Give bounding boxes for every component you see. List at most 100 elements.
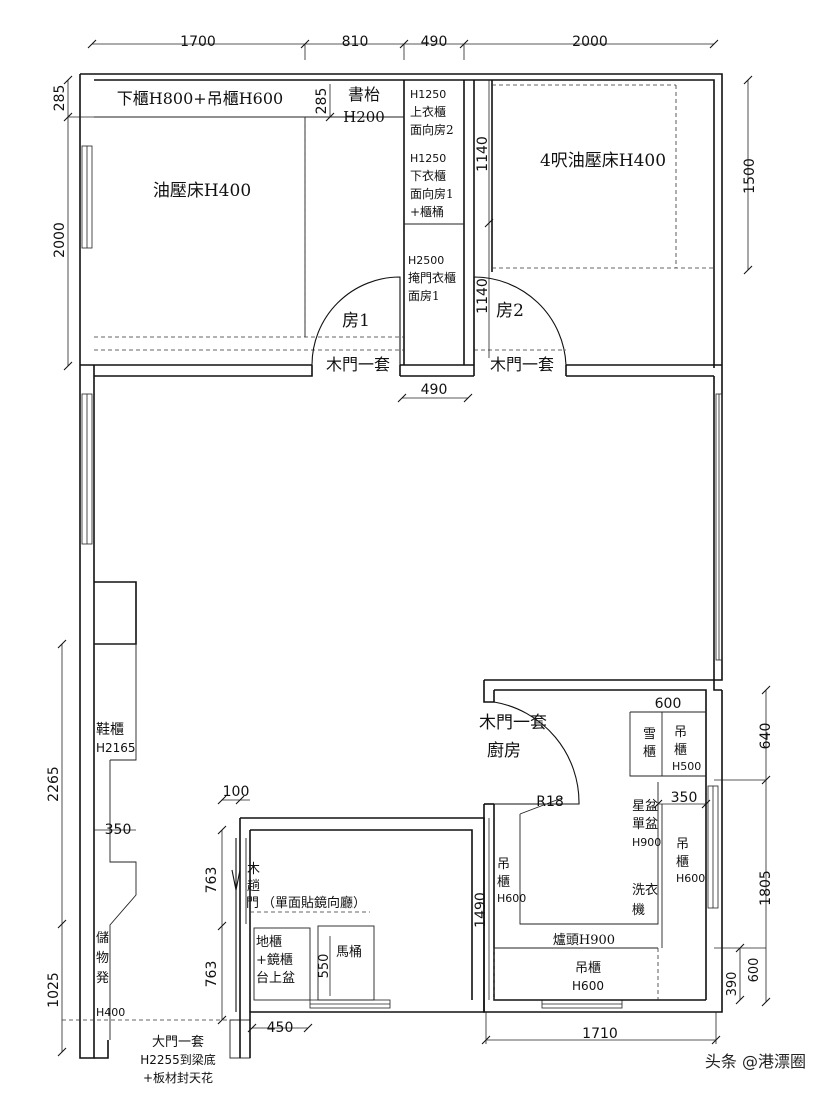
label-vanity-2: +鏡櫃	[256, 953, 293, 968]
left-dimensions-lower: 2265 1025	[46, 639, 240, 1057]
wardrobe-3-line-3: 面房1	[408, 288, 440, 303]
label-hang-cabinet-3b: 櫃	[497, 875, 510, 890]
wardrobe-1-line-3: 面向房2	[410, 122, 454, 137]
label-kitchen: 廚房	[487, 740, 521, 761]
label-hang-cabinet-3a: 吊	[497, 857, 510, 872]
label-slide-door-2: 趟	[247, 879, 260, 894]
bedroom-1: 下櫃H800+吊櫃H600 書枱 H200 油壓床H400 房1 木門一套	[94, 85, 404, 374]
dim-right-1805: 1805	[758, 870, 774, 906]
label-sink-2: 單盆	[632, 817, 658, 832]
label-hang-cabinet-1c: H500	[672, 760, 701, 773]
dim-kitchen-350: 350	[671, 790, 698, 806]
label-bench-height: H400	[96, 1006, 125, 1019]
label-shoe-cabinet-height: H2165	[96, 741, 136, 755]
label-hang-cabinet-2a: 吊	[676, 837, 689, 852]
label-slide-door-1: 木	[247, 862, 260, 877]
label-stove: 爐頭H900	[553, 933, 615, 948]
dim-top-810: 810	[342, 34, 369, 50]
dim-desk-285: 285	[314, 88, 330, 115]
label-room-1: 房1	[342, 311, 370, 331]
watermark: 头条 @港漂圈	[704, 1052, 806, 1071]
dim-right-600: 600	[747, 958, 762, 983]
dim-left-1025: 1025	[46, 972, 62, 1008]
dim-top-2000: 2000	[572, 34, 608, 50]
exterior-walls	[79, 73, 723, 1059]
wardrobe-3-line-2: 掩門衣櫃	[408, 270, 456, 285]
dim-kitchen-1490: 1490	[473, 892, 489, 928]
dim-left-2265: 2265	[46, 766, 62, 802]
label-bench-3: 発	[96, 971, 109, 986]
entry-storage: 鞋櫃 H2165 350 儲 物 発 H400	[94, 643, 137, 1040]
dim-left-285: 285	[52, 85, 68, 112]
label-washer-1: 洗衣	[632, 882, 658, 898]
wardrobe-3-line-1: H2500	[408, 254, 444, 267]
label-room-2: 房2	[496, 301, 524, 321]
dim-top-1700: 1700	[180, 34, 216, 50]
kitchen: 600 350 R18 1490 木門一套 廚房 雪 櫃 吊 櫃 H500 星盆…	[473, 679, 723, 1013]
dim-kitchen-r18: R18	[536, 794, 564, 810]
label-hang-cabinet-3c: H600	[497, 892, 526, 905]
label-main-door-3: +板材封天花	[143, 1070, 213, 1085]
label-toilet: 馬桶	[336, 945, 362, 960]
dim-corridor-490: 490	[421, 382, 448, 398]
dim-shoe-350: 350	[105, 822, 132, 838]
main-door: 大門一套 H2255到梁底 +板材封天花	[94, 1019, 251, 1085]
bedroom-2: 4呎油壓床H400 房2 木門一套	[473, 84, 714, 374]
label-bed-1: 油壓床H400	[153, 181, 251, 201]
label-hang-cabinet-2b: 櫃	[676, 855, 689, 870]
label-kitchen-door: 木門一套	[479, 713, 547, 733]
dim-right-390: 390	[725, 972, 740, 997]
label-hang-cabinet-4a: 吊櫃	[575, 961, 601, 976]
windows	[81, 145, 723, 1009]
top-dimension-chain: 1700 810 490 2000	[87, 34, 719, 60]
label-hang-cabinet-2c: H600	[676, 872, 705, 885]
wardrobe-2-line-2: 下衣櫃	[410, 168, 446, 183]
label-bench-1: 儲	[96, 931, 109, 946]
label-desk-height: H200	[343, 108, 385, 126]
label-sink-3: H900	[632, 836, 661, 849]
label-vanity-1: 地櫃	[256, 935, 282, 950]
wardrobe-2-line-3: 面向房1	[410, 186, 454, 201]
right-dimensions-lower: 640 1805 390 600 1710	[481, 685, 774, 1045]
dim-top-490: 490	[421, 34, 448, 50]
label-main-door-2: H2255到梁底	[140, 1052, 216, 1067]
label-door-1: 木門一套	[326, 355, 390, 374]
label-mirror: （單面貼鏡向廳）	[262, 895, 366, 911]
label-hang-cabinet-1a: 吊	[674, 725, 687, 740]
dim-kitchen-600: 600	[655, 696, 682, 712]
dim-wardrobe-1140-lower: 1140	[475, 278, 491, 314]
dim-wardrobe-1140-upper: 1140	[475, 136, 491, 172]
label-hang-cabinet-4b: H600	[572, 979, 604, 993]
dim-bath-763-upper: 763	[204, 867, 220, 894]
label-vanity-3: 台上盆	[256, 971, 295, 986]
dim-left-2000: 2000	[52, 222, 68, 258]
wardrobe-1-line-2: 上衣櫃	[410, 104, 446, 119]
label-fridge-1: 雪	[643, 727, 656, 742]
label-washer-2: 機	[632, 903, 645, 918]
left-dimensions-upper: 285 2000 285	[52, 75, 335, 371]
wardrobe-dimensions: 1140 1140 1500 490	[397, 75, 758, 403]
wardrobe-2-line-1: H1250	[410, 152, 446, 165]
label-desk: 書枱	[348, 85, 380, 104]
dim-bath-550: 550	[317, 954, 332, 979]
dim-bath-450: 450	[267, 1020, 294, 1036]
label-main-door-1: 大門一套	[152, 1034, 204, 1050]
wardrobe-column: H1250 上衣櫃 面向房2 H1250 下衣櫃 面向房1 +櫃桶 H2500 …	[404, 88, 464, 303]
wardrobe-1-line-1: H1250	[410, 88, 446, 101]
label-fridge-2: 櫃	[643, 745, 656, 760]
label-sink-1: 星盆	[632, 799, 658, 814]
label-slide-door-3: 門	[246, 896, 259, 911]
label-hang-cabinet-1b: 櫃	[674, 743, 687, 758]
label-lower-cabinet: 下櫃H800+吊櫃H600	[117, 89, 283, 108]
label-shoe-cabinet: 鞋櫃	[96, 722, 124, 738]
dim-right-1500: 1500	[742, 158, 758, 194]
dim-bath-763-lower: 763	[204, 961, 220, 988]
dim-right-640: 640	[758, 723, 774, 750]
dim-bottom-1710: 1710	[582, 1026, 618, 1042]
dim-bath-100: 100	[223, 784, 250, 800]
wardrobe-2-line-4: +櫃桶	[410, 204, 444, 219]
label-door-2: 木門一套	[490, 355, 554, 374]
label-bench-2: 物	[96, 951, 109, 966]
bathroom: 100 763 763 450 木 趟 門 （單面貼鏡向廳） 地櫃 +鏡櫃 台上…	[204, 784, 485, 1058]
